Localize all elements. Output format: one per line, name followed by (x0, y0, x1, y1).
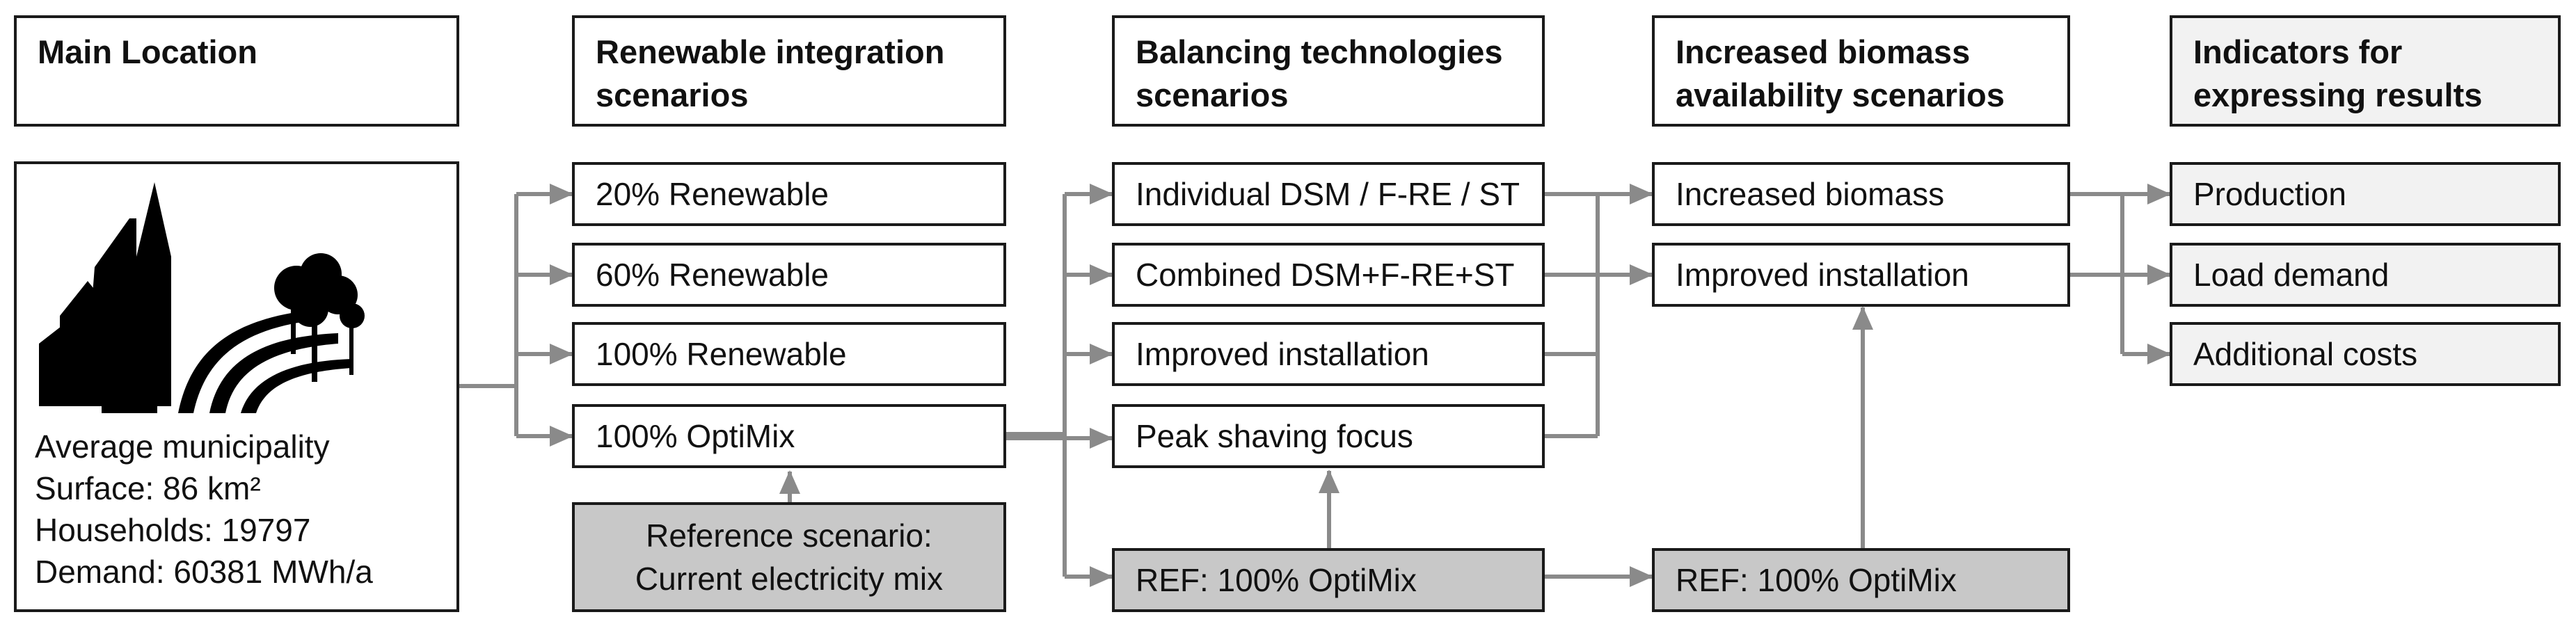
village-icon (39, 182, 365, 413)
header-balancing-technologies: Balancing technologies scenarios (1112, 15, 1545, 127)
biomass-ref-optimix[interactable]: REF: 100% OptiMix (1652, 548, 2070, 612)
info-line-municipality: Average municipality (35, 428, 330, 465)
scenario-100-optimix[interactable]: 100% OptiMix (572, 404, 1006, 468)
main-location-panel (14, 161, 459, 612)
indicator-additional-costs[interactable]: Additional costs (2170, 322, 2561, 386)
info-line-surface: Surface: 86 km² (35, 470, 261, 506)
scenario-100-renewable[interactable]: 100% Renewable (572, 322, 1006, 386)
indicator-load-demand[interactable]: Load demand (2170, 243, 2561, 307)
biomass-improved-installation[interactable]: Improved installation (1652, 243, 2070, 307)
header-renewable-integration: Renewable integration scenarios (572, 15, 1006, 127)
indicator-production[interactable]: Production (2170, 162, 2561, 226)
reference-line-1: Reference scenario: (646, 517, 932, 554)
header-indicators: Indicators for expressing results (2170, 15, 2561, 127)
biomass-increased[interactable]: Increased biomass (1652, 162, 2070, 226)
balancing-peak-shaving[interactable]: Peak shaving focus (1112, 404, 1545, 468)
balancing-individual-dsm[interactable]: Individual DSM / F-RE / ST (1112, 162, 1545, 226)
scenario-20-renewable[interactable]: 20% Renewable (572, 162, 1006, 226)
municipality-info: Average municipality Surface: 86 km² Hou… (35, 426, 373, 593)
scenario-60-renewable[interactable]: 60% Renewable (572, 243, 1006, 307)
info-line-demand: Demand: 60381 MWh/a (35, 554, 373, 590)
header-main-location: Main Location (14, 15, 459, 127)
balancing-combined-dsm[interactable]: Combined DSM+F-RE+ST (1112, 243, 1545, 307)
reference-line-2: Current electricity mix (635, 561, 944, 597)
balancing-ref-optimix[interactable]: REF: 100% OptiMix (1112, 548, 1545, 612)
balancing-improved-installation[interactable]: Improved installation (1112, 322, 1545, 386)
info-line-households: Households: 19797 (35, 512, 311, 548)
header-biomass-availability: Increased biomass availability scenarios (1652, 15, 2070, 127)
reference-scenario[interactable]: Reference scenario: Current electricity … (572, 502, 1006, 612)
